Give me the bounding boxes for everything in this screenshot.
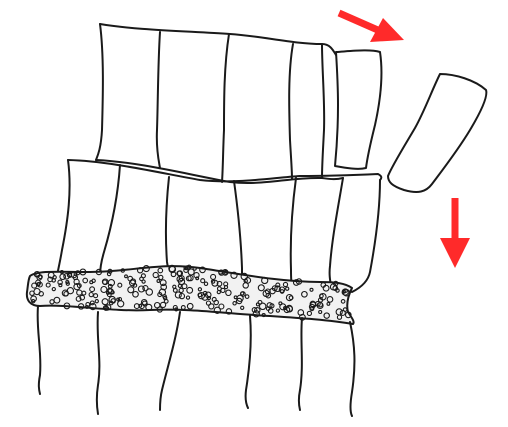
diagram-canvas: [0, 0, 508, 427]
cell-diagram: [0, 0, 508, 427]
background: [0, 0, 508, 427]
